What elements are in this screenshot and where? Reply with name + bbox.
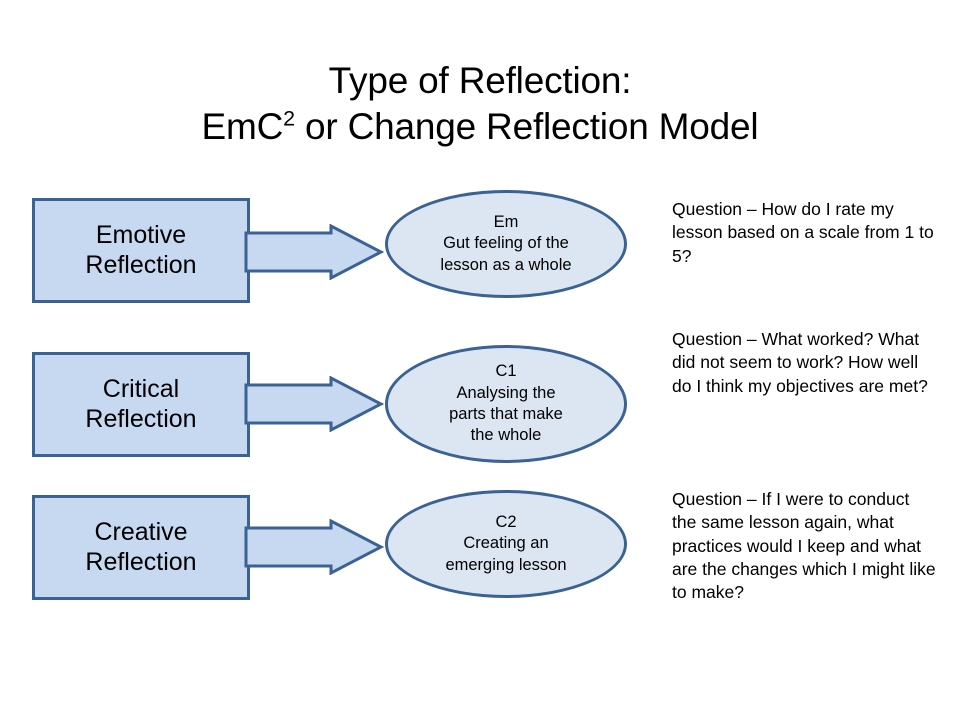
arrow-creative-to-c2 [244, 519, 384, 575]
process-box-creative-line-1: Creative [94, 518, 188, 546]
title-line-2: EmC2 or Change Reflection Model [0, 104, 960, 150]
ellipse-c2-label: C2 Creating an emerging lesson [423, 512, 588, 576]
question-emotive: Question – How do I rate my lesson based… [672, 199, 934, 266]
title-line-2-suffix: or Change Reflection Model [294, 105, 759, 147]
ellipse-em[interactable]: Em Gut feeling of the lesson as a whole [385, 190, 627, 298]
process-box-critical-line-1: Critical [102, 375, 180, 403]
arrow-critical-to-c1 [244, 376, 384, 432]
ellipse-em-label: Em Gut feeling of the lesson as a whole [418, 212, 593, 276]
ellipse-c2-line-2: Creating an [463, 534, 549, 553]
slide-title: Type of Reflection: EmC2 or Change Refle… [0, 58, 960, 150]
process-box-emotive-line-2: Reflection [85, 250, 197, 279]
ellipse-c1-line-1: C1 [495, 362, 517, 381]
process-box-creative[interactable]: Creative Reflection [32, 495, 250, 600]
process-box-emotive-label: Emotive Reflection [79, 221, 202, 280]
ellipse-c1-line-4: the whole [470, 426, 542, 445]
process-box-emotive[interactable]: Emotive Reflection [32, 198, 250, 303]
process-box-critical-label: Critical Reflection [79, 375, 202, 434]
question-critical: Question – What worked? What did not see… [672, 329, 928, 396]
ellipse-c1-line-3: parts that make [449, 405, 563, 423]
title-superscript-2: 2 [283, 106, 295, 131]
ellipse-em-line-2: Gut feeling of the [443, 234, 569, 253]
process-box-emotive-line-1: Emotive [95, 221, 187, 249]
ellipse-c1-line-2: Analysing the [456, 383, 556, 402]
process-box-critical[interactable]: Critical Reflection [32, 352, 250, 457]
process-box-creative-line-2: Reflection [85, 547, 197, 576]
ellipse-c1[interactable]: C1 Analysing the parts that make the who… [385, 345, 627, 463]
question-creative: Question – If I were to conduct the same… [672, 489, 936, 603]
process-box-critical-line-2: Reflection [85, 404, 197, 433]
ellipse-c1-label: C1 Analysing the parts that make the who… [427, 361, 585, 447]
ellipse-c2-line-1: C2 [495, 512, 517, 531]
title-line-1: Type of Reflection: [328, 60, 632, 101]
arrow-emotive-to-em [244, 224, 384, 280]
process-box-creative-label: Creative Reflection [79, 518, 202, 577]
ellipse-em-line-3: lesson as a whole [440, 255, 572, 274]
ellipse-c2[interactable]: C2 Creating an emerging lesson [385, 490, 627, 598]
ellipse-c2-line-3: emerging lesson [445, 555, 567, 574]
title-line-2-prefix: EmC [201, 105, 284, 147]
ellipse-em-line-1: Em [493, 212, 519, 231]
